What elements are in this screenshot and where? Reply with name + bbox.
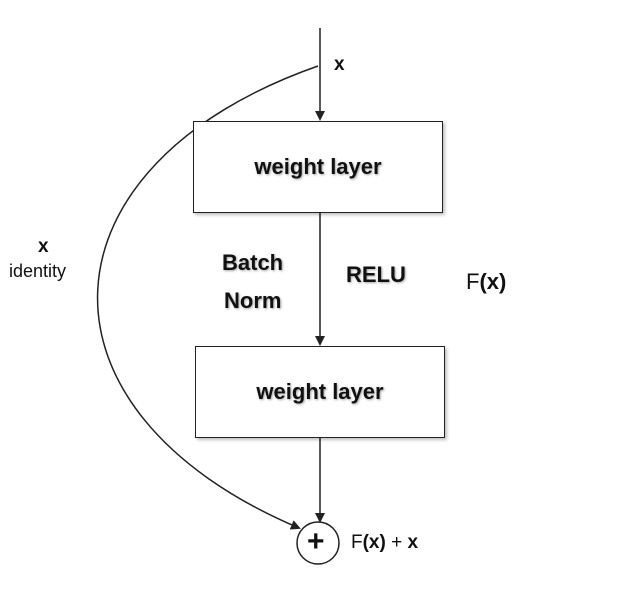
- output-x: x: [407, 532, 419, 553]
- relu-label: RELU: [346, 262, 406, 287]
- output-f: F: [351, 532, 363, 553]
- residual-arg: (x): [479, 269, 507, 294]
- batch-norm-label-line2: Norm: [224, 288, 282, 313]
- identity-skip-connection: [97, 65, 319, 530]
- identity-label: identity: [9, 261, 67, 281]
- identity-var-label: x: [38, 236, 49, 257]
- weight-layer-2-label: weight layer: [256, 379, 384, 404]
- batch-norm-label-line1: Batch: [222, 250, 284, 275]
- output-plus: +: [391, 532, 403, 553]
- weight-layer-1-label: weight layer: [254, 154, 382, 179]
- residual-function-label: F(x): [466, 271, 506, 293]
- add-node-circle: [296, 521, 340, 565]
- input-label: x: [334, 54, 345, 75]
- output-arg: (x): [362, 532, 386, 553]
- weight-layer-2: weight layer: [195, 346, 445, 438]
- residual-f: F: [466, 269, 480, 294]
- weight-layer-1: weight layer: [193, 121, 443, 213]
- output-label: F(x) + x: [351, 533, 418, 552]
- add-plus-icon: +: [307, 525, 325, 558]
